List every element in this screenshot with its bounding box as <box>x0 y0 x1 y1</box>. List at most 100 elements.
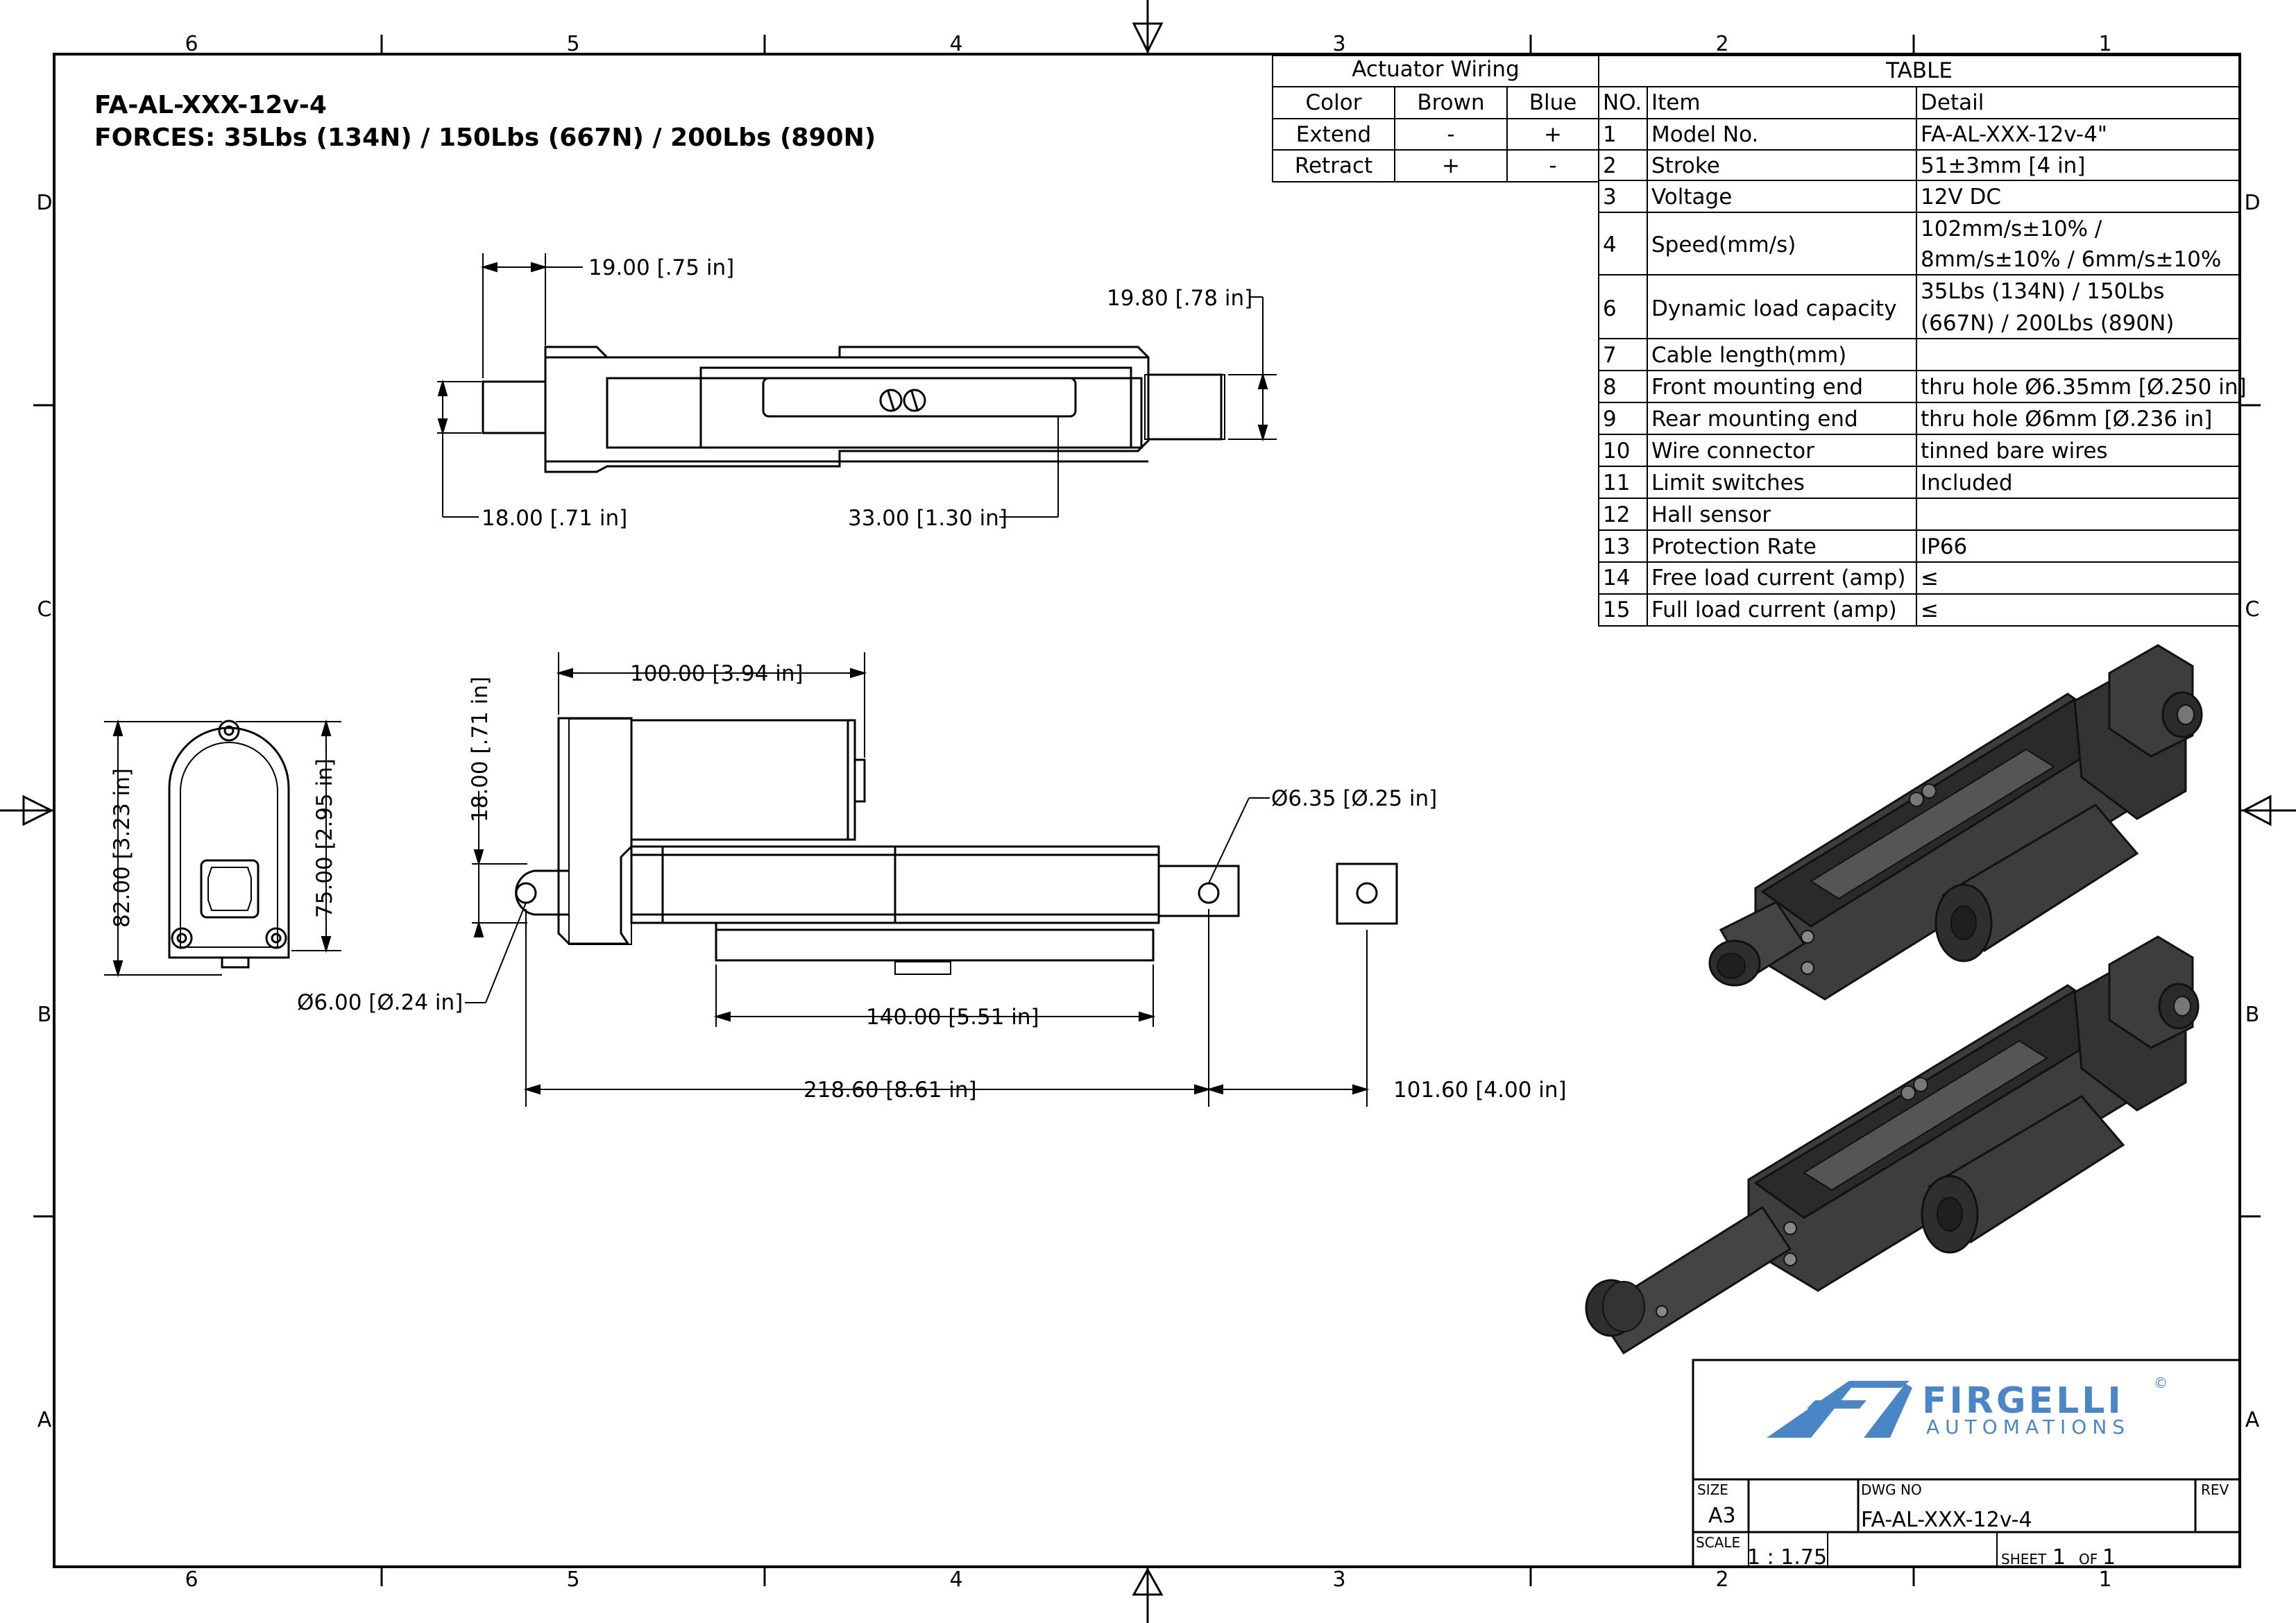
spec-row-item: Speed(mm/s) <box>1651 232 1796 257</box>
zone-col-5: 5 <box>566 32 579 56</box>
spec-row-item: Hall sensor <box>1651 502 1771 527</box>
spec-row-detail: 51±3mm [4 in] <box>1921 153 2085 178</box>
zone-row-a: A <box>37 1408 52 1432</box>
spec-row-detail-2: (667N) / 200Lbs (890N) <box>1921 311 2174 336</box>
zone-col-1: 1 <box>2098 32 2111 56</box>
dim-retracted-length: 218.60 [8.61 in] <box>803 1078 977 1103</box>
spec-row-detail: 102mm/s±10% / <box>1921 216 2102 241</box>
spec-row-no: 14 <box>1603 566 1630 590</box>
dim-top-rod-dia: 18.00 [.71 in] <box>482 506 627 531</box>
wiring-header-brown: Brown <box>1417 90 1484 115</box>
zone-col-2-bottom: 2 <box>1715 1567 1728 1592</box>
spec-row-no: 10 <box>1603 439 1630 464</box>
spec-row-item: Voltage <box>1651 185 1732 210</box>
spec-row-detail: ≤ <box>1921 566 1939 590</box>
spec-row-detail: thru hole Ø6mm [Ø.236 in] <box>1921 407 2212 432</box>
tb-of-value: 1 <box>2102 1545 2116 1570</box>
end-view <box>168 720 290 969</box>
logo-copyright: © <box>2154 1375 2168 1391</box>
spec-table: TABLE NO. Item Detail 1 Model No. FA-AL-… <box>1598 55 2247 627</box>
tb-scale-label: SCALE <box>1696 1534 1740 1551</box>
spec-row-no: 3 <box>1603 185 1617 210</box>
dim-motor-length: 100.00 [3.94 in] <box>630 661 803 686</box>
firgelli-logo: FIRGELLI AUTOMATIONS © <box>1767 1375 2168 1438</box>
zone-col-4-bottom: 4 <box>949 1567 962 1592</box>
wiring-extend-blue: + <box>1544 122 1562 147</box>
spec-row-item: Dynamic load capacity <box>1651 296 1897 321</box>
spec-row-item: Limit switches <box>1651 470 1805 495</box>
spec-header-detail: Detail <box>1921 90 1984 115</box>
zone-col-2: 2 <box>1715 32 1728 56</box>
spec-header-no: NO. <box>1603 90 1642 115</box>
zone-row-d-right: D <box>2244 191 2260 215</box>
logo-sub: AUTOMATIONS <box>1926 1416 2130 1438</box>
tb-dwg-value: FA-AL-XXX-12v-4 <box>1861 1508 2032 1532</box>
spec-row-item: Free load current (amp) <box>1651 566 1906 590</box>
tb-sheet-label: SHEET <box>2001 1551 2047 1567</box>
render-retracted <box>1708 644 2203 1001</box>
zone-row-c: C <box>37 597 52 622</box>
tb-scale-value: 1 : 1.75 <box>1747 1545 1827 1570</box>
spec-row-no: 6 <box>1603 296 1617 321</box>
zone-row-b: B <box>37 1003 52 1027</box>
wiring-retract-blue: - <box>1549 153 1556 178</box>
wiring-retract-label: Retract <box>1295 153 1372 178</box>
title-block: FIRGELLI AUTOMATIONS © SIZE A3 DWG NO FA… <box>1692 1359 2241 1570</box>
zone-col-4: 4 <box>949 32 962 56</box>
spec-row-no: 15 <box>1603 597 1630 622</box>
tb-size-value: A3 <box>1708 1504 1736 1528</box>
spec-row-no: 9 <box>1603 407 1617 432</box>
top-view-dimensions <box>437 253 1277 518</box>
spec-row-detail: 35Lbs (134N) / 150Lbs <box>1921 279 2164 304</box>
spec-row-no: 4 <box>1603 232 1617 257</box>
dim-rear-hole: Ø6.00 [Ø.24 in] <box>297 990 463 1015</box>
spec-row-detail: Included <box>1921 470 2013 495</box>
wiring-header-color: Color <box>1306 90 1362 115</box>
wiring-extend-label: Extend <box>1296 122 1372 147</box>
side-view-dimensions <box>465 652 1370 1107</box>
zone-col-6: 6 <box>185 32 198 56</box>
spec-row-detail: 12V DC <box>1921 185 2001 210</box>
spec-row-detail-2: 8mm/s±10% / 6mm/s±10% <box>1921 247 2221 272</box>
zone-col-3-bottom: 3 <box>1332 1567 1345 1592</box>
dim-end-height-total: 82.00 [3.23 in] <box>110 768 135 928</box>
spec-row-detail: thru hole Ø6.35mm [Ø.250 in] <box>1921 375 2247 400</box>
zone-col-1-bottom: 1 <box>2098 1567 2111 1592</box>
spec-row-detail: IP66 <box>1921 534 1967 559</box>
spec-row-no: 2 <box>1603 153 1617 178</box>
tb-size-label: SIZE <box>1697 1481 1728 1498</box>
dim-end-height-inner: 75.00 [2.95 in] <box>312 758 337 918</box>
spec-row-item: Wire connector <box>1651 439 1814 464</box>
spec-row-detail: ≤ <box>1921 597 1939 622</box>
tb-dwg-label: DWG NO <box>1861 1481 1922 1498</box>
wiring-title: Actuator Wiring <box>1352 57 1520 82</box>
dim-front-hole: Ø6.35 [Ø.25 in] <box>1271 786 1437 811</box>
spec-row-item: Front mounting end <box>1651 375 1863 400</box>
zone-labels: 6 5 4 3 2 1 6 5 4 3 2 1 D C B A D C B A <box>36 32 2260 1592</box>
drawing-title: FA-AL-XXX-12v-4 <box>94 91 327 119</box>
dim-stroke-length: 101.60 [4.00 in] <box>1393 1078 1567 1103</box>
zone-col-5-bottom: 5 <box>566 1567 579 1592</box>
zone-col-3: 3 <box>1332 32 1345 56</box>
spec-title: TABLE <box>1885 58 1953 83</box>
spec-row-item: Full load current (amp) <box>1651 597 1897 622</box>
spec-row-detail: FA-AL-XXX-12v-4" <box>1921 122 2107 147</box>
dim-side-height: 18.00 [.71 in] <box>468 677 493 822</box>
spec-row-item: Model No. <box>1651 122 1758 147</box>
zone-col-6-bottom: 6 <box>185 1567 198 1592</box>
tb-of-label: OF <box>2079 1551 2098 1567</box>
render-extended <box>1585 935 2200 1355</box>
spec-row-no: 8 <box>1603 375 1617 400</box>
spec-row-no: 7 <box>1603 343 1617 368</box>
spec-row-item: Rear mounting end <box>1651 407 1858 432</box>
spec-row-item: Protection Rate <box>1651 534 1817 559</box>
end-view-dimensions <box>104 719 341 978</box>
top-view <box>482 346 1225 473</box>
dim-top-offset: 33.00 [1.30 in] <box>848 506 1007 531</box>
spec-header-item: Item <box>1651 90 1701 115</box>
wiring-header-blue: Blue <box>1529 90 1577 115</box>
zone-row-c-right: C <box>2245 597 2260 622</box>
dim-top-rod-length: 19.00 [.75 in] <box>588 255 734 280</box>
spec-row-item: Cable length(mm) <box>1651 343 1846 368</box>
